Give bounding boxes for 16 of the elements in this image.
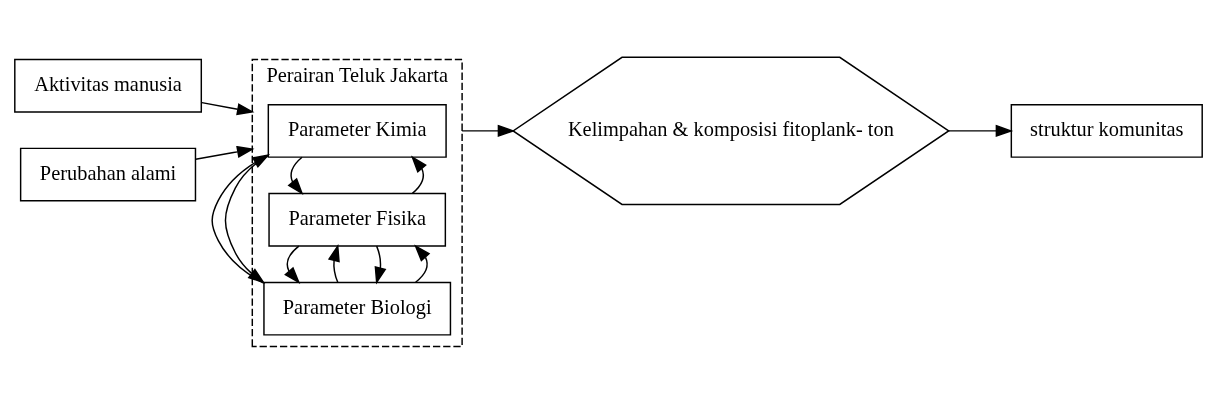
node-box: Parameter Fisika [268,192,447,247]
arrow [374,245,387,285]
arrow [948,124,1014,137]
arrow [414,244,431,283]
arrow [201,101,255,116]
node-box: Parameter Kimia [267,103,447,158]
arrow [287,156,304,196]
node-box: Parameter Biologi [263,281,452,336]
arrow [410,155,427,195]
node-box: Perubahan alami [19,147,197,202]
arrow [461,124,516,137]
node-box: struktur komunitas [1010,103,1203,158]
node-box: Aktivitas manusia [14,58,203,113]
arrow [194,145,255,161]
arrow [284,245,301,284]
arrow [327,243,340,283]
